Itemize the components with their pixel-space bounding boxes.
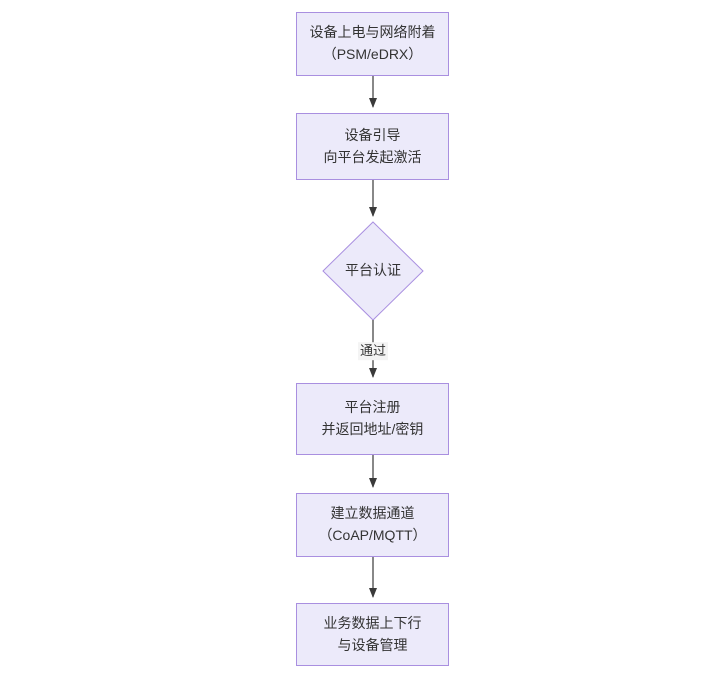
node-power-on[interactable]: 设备上电与网络附着 （PSM/eDRX） xyxy=(296,12,449,76)
node-data-channel[interactable]: 建立数据通道 （CoAP/MQTT） xyxy=(296,493,449,557)
node-platform-register-line-1: 平台注册 xyxy=(344,399,401,416)
edge-label-pass: 通过 xyxy=(357,342,389,360)
node-platform-register[interactable]: 平台注册 并返回地址/密钥 xyxy=(296,383,449,455)
node-business-data-line-2: 与设备管理 xyxy=(337,636,408,653)
node-platform-auth[interactable]: 平台认证 xyxy=(323,222,423,320)
node-data-channel-line-1: 建立数据通道 xyxy=(330,505,415,522)
node-power-on-line-2: （PSM/eDRX） xyxy=(322,46,423,62)
node-platform-auth-label: 平台认证 xyxy=(345,262,401,279)
node-bootstrap-line-2: 向平台发起激活 xyxy=(323,148,422,165)
node-data-channel-line-2: （CoAP/MQTT） xyxy=(318,527,427,543)
node-business-data-line-1: 业务数据上下行 xyxy=(323,614,422,631)
node-power-on-line-1: 设备上电与网络附着 xyxy=(309,24,436,41)
node-bootstrap-line-1: 设备引导 xyxy=(344,126,401,143)
node-platform-register-line-2: 并返回地址/密钥 xyxy=(321,421,424,437)
node-bootstrap[interactable]: 设备引导 向平台发起激活 xyxy=(296,113,449,180)
node-business-data[interactable]: 业务数据上下行 与设备管理 xyxy=(296,603,449,666)
